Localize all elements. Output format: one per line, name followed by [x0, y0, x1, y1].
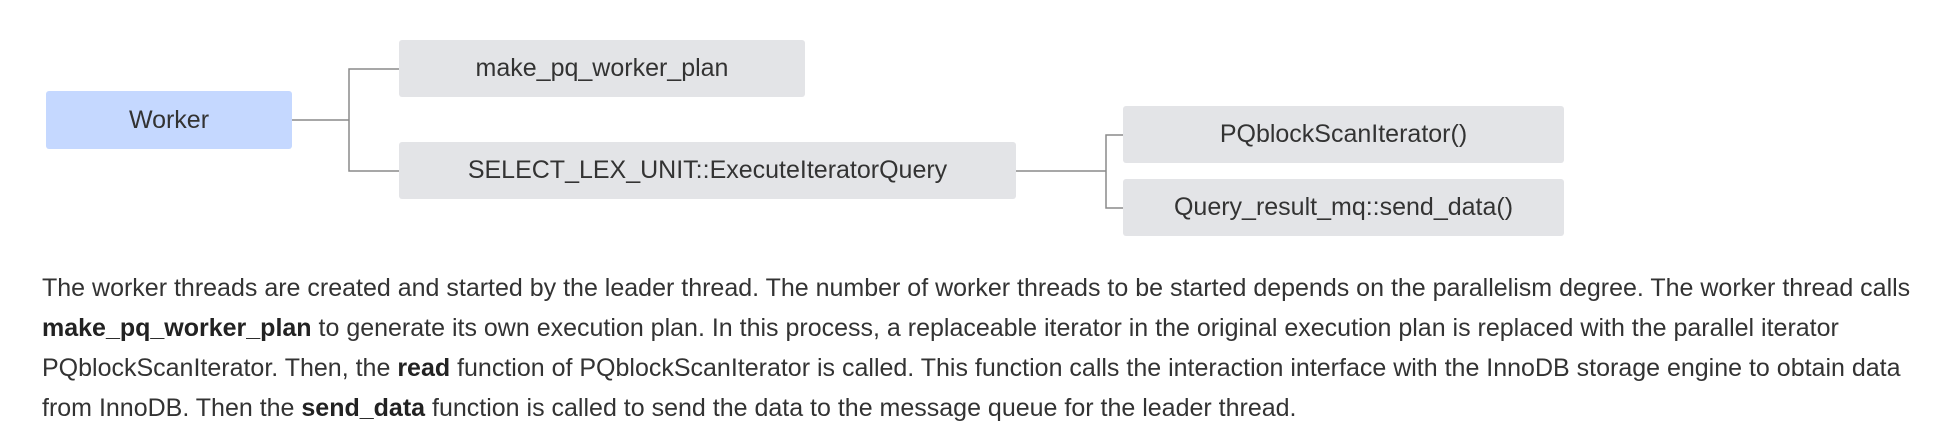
description-paragraph: The worker threads are created and start…: [42, 268, 1922, 428]
description-text-3: function of PQblockScanIterator is calle…: [42, 354, 1901, 422]
send-data-label: Query_result_mq::send_data(): [1173, 193, 1514, 221]
send-data-node: Query_result_mq::send_data(): [1123, 179, 1564, 236]
description-text-4: function is called to send the data to t…: [425, 394, 1297, 422]
pq-block-scan-iterator-label: PQblockScanIterator(): [1219, 120, 1468, 148]
connector-lines: [292, 68, 1123, 209]
worker-node: Worker: [46, 91, 292, 149]
connector-level1-bracket: [348, 68, 399, 172]
description-bold-make-pq-worker-plan: make_pq_worker_plan: [42, 314, 312, 342]
connector-level2-bracket: [1105, 134, 1123, 209]
call-tree-diagram: Worker make_pq_worker_plan SELECT_LEX_UN…: [46, 40, 1564, 236]
description-bold-send-data: send_data: [301, 394, 426, 422]
make-pq-worker-plan-node: make_pq_worker_plan: [399, 40, 805, 97]
description-bold-read: read: [397, 354, 451, 382]
worker-node-label: Worker: [128, 105, 210, 134]
execute-iterator-query-node: SELECT_LEX_UNIT::ExecuteIteratorQuery: [399, 142, 1016, 199]
make-pq-worker-plan-label: make_pq_worker_plan: [475, 54, 729, 82]
description-text-1: The worker threads are created and start…: [42, 274, 1911, 302]
description-text-2: to generate its own execution plan. In t…: [42, 314, 1839, 382]
pq-block-scan-iterator-node: PQblockScanIterator(): [1123, 106, 1564, 163]
execute-iterator-query-label: SELECT_LEX_UNIT::ExecuteIteratorQuery: [467, 156, 948, 184]
